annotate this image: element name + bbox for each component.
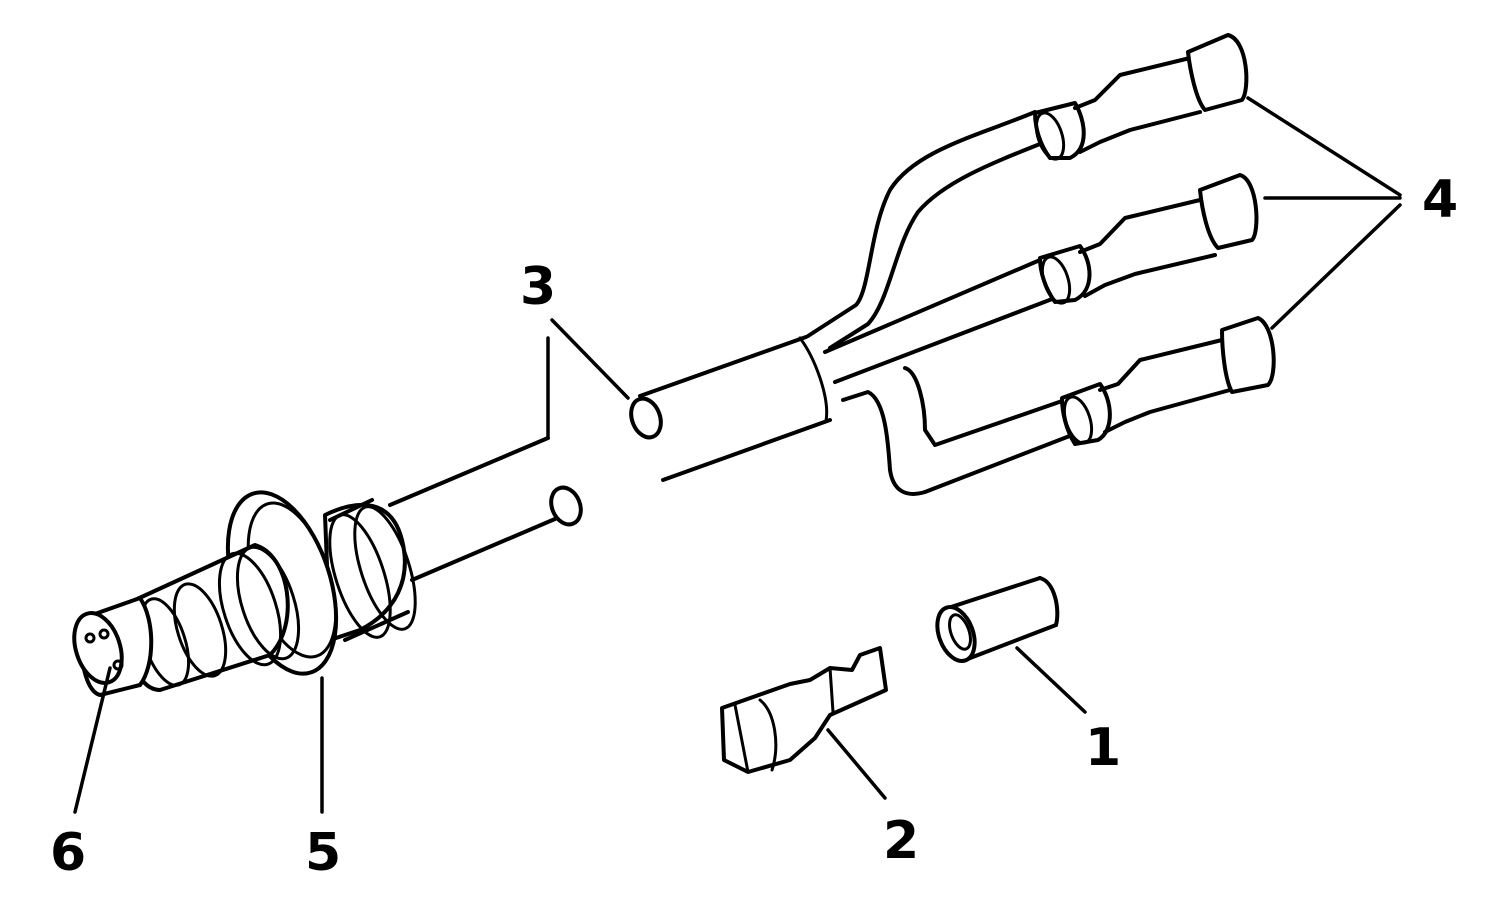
callout-5: 5 <box>305 823 341 883</box>
sensor-assembly <box>72 436 583 697</box>
leader-2 <box>826 728 887 800</box>
harness-branch-lower <box>841 316 1276 496</box>
part-1-sleeve <box>935 576 1060 663</box>
callout-4: 4 <box>1422 170 1458 230</box>
tip-hole-2 <box>98 628 110 640</box>
part-2-terminal-clip <box>720 646 888 774</box>
leader-3b <box>550 318 630 400</box>
tip-hole-3 <box>112 659 124 671</box>
callout-6: 6 <box>50 823 86 883</box>
callout-3: 3 <box>520 257 556 317</box>
harness-branch-top <box>806 33 1249 350</box>
harness-branch-middle <box>823 173 1259 384</box>
sensor-cable-stub <box>388 436 583 582</box>
sensor-rear-boot <box>323 498 417 642</box>
callout-2: 2 <box>883 811 919 871</box>
tip-hole-1 <box>84 632 96 644</box>
sensor-tip <box>72 596 154 697</box>
leader-6 <box>73 666 112 814</box>
leader-lines <box>73 96 1402 814</box>
leader-4a <box>1246 96 1402 197</box>
sensor-front-body <box>125 543 301 692</box>
leader-1 <box>1015 646 1087 714</box>
leader-4c <box>1270 203 1402 330</box>
harness-main-jacket <box>629 335 832 482</box>
callout-1: 1 <box>1085 718 1121 778</box>
wire-harness <box>629 33 1276 496</box>
callouts: 1 2 3 4 5 6 <box>50 170 1458 883</box>
